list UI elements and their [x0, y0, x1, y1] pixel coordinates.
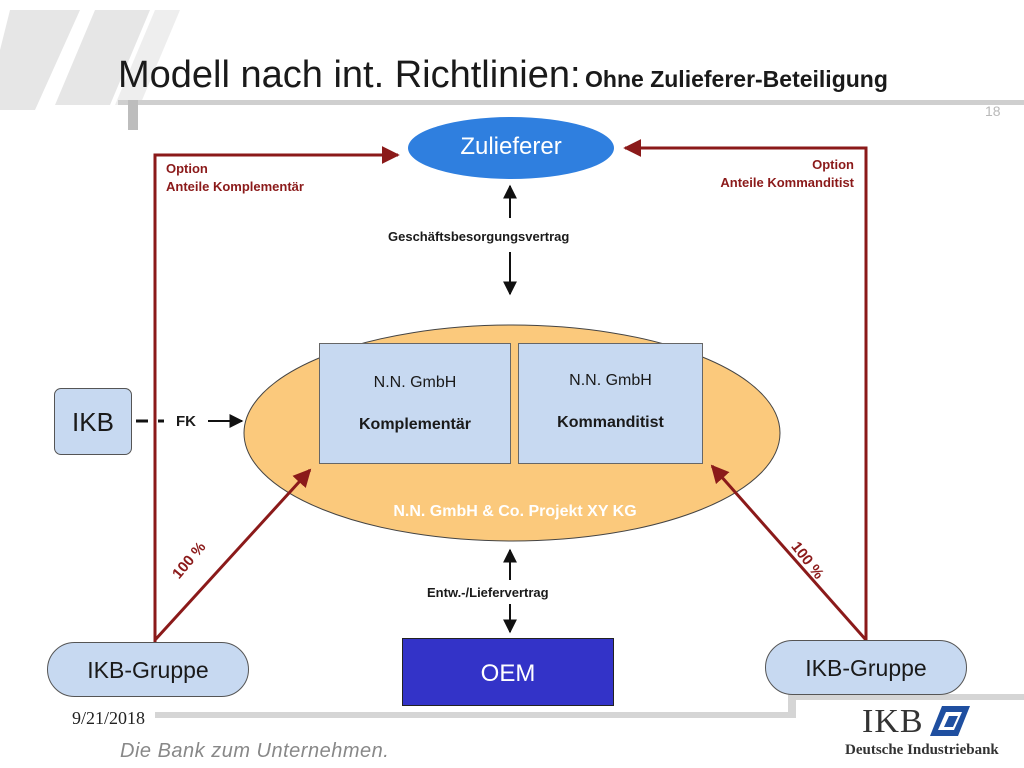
- footer-slogan: Die Bank zum Unternehmen.: [120, 740, 390, 762]
- komplementaer-box-line2: Komplementär: [358, 416, 472, 433]
- option-left-line: [153, 146, 400, 650]
- kommanditist-box-line2: Kommanditist: [557, 414, 664, 431]
- kommanditist-box-line1: N.N. GmbH: [569, 372, 652, 389]
- left-accent-bar: [128, 100, 138, 130]
- option-left-label: Option Anteile Komplementär: [166, 160, 304, 196]
- option-right-label: Option Anteile Kommanditist: [720, 156, 854, 192]
- ikb-logo-mark: [930, 706, 970, 736]
- option-right-line: [623, 139, 868, 650]
- logo-text: IKB: [862, 703, 924, 740]
- kommanditist-box: N.N. GmbH Kommanditist: [518, 343, 703, 464]
- page-title: Modell nach int. Richtlinien: Ohne Zulie…: [118, 54, 888, 97]
- oem-box: OEM: [402, 638, 614, 706]
- option-left-line1: Option: [166, 161, 208, 176]
- ikb-gruppe-right: IKB-Gruppe: [765, 640, 967, 695]
- option-left-line2: Anteile Komplementär: [166, 179, 304, 194]
- fk-label: FK: [176, 413, 196, 430]
- zulieferer-label: Zulieferer: [460, 133, 562, 160]
- page-number: 18: [985, 103, 1001, 119]
- contract-top-label: Geschäftsbesorgungsvertrag: [388, 229, 570, 244]
- komplementaer-box-line1: N.N. GmbH: [373, 374, 457, 391]
- contract-bottom-label: Entw.-/Liefervertrag: [427, 585, 549, 600]
- komplementaer-box: N.N. GmbH Komplementär: [319, 343, 511, 464]
- logo-subtext: Deutsche Industriebank: [845, 742, 999, 758]
- footer-date: 9/21/2018: [72, 708, 146, 728]
- ikb-box: IKB: [54, 388, 132, 455]
- bottom-frame: [155, 694, 1024, 718]
- option-right-line2: Anteile Kommanditist: [720, 175, 854, 190]
- ikb-gruppe-left: IKB-Gruppe: [47, 642, 249, 697]
- percent-left-arrow: [153, 468, 312, 642]
- option-right-line1: Option: [812, 157, 854, 172]
- title-main: Modell nach int. Richtlinien:: [118, 54, 581, 96]
- decorative-slash-graphic: [0, 10, 180, 110]
- title-sub: Ohne Zulieferer-Beteiligung: [585, 66, 888, 92]
- kg-label: N.N. GmbH & Co. Projekt XY KG: [393, 503, 637, 520]
- percent-right-arrow: [710, 464, 868, 641]
- zulieferer-oval: [408, 117, 614, 179]
- title-underline: [118, 100, 1024, 105]
